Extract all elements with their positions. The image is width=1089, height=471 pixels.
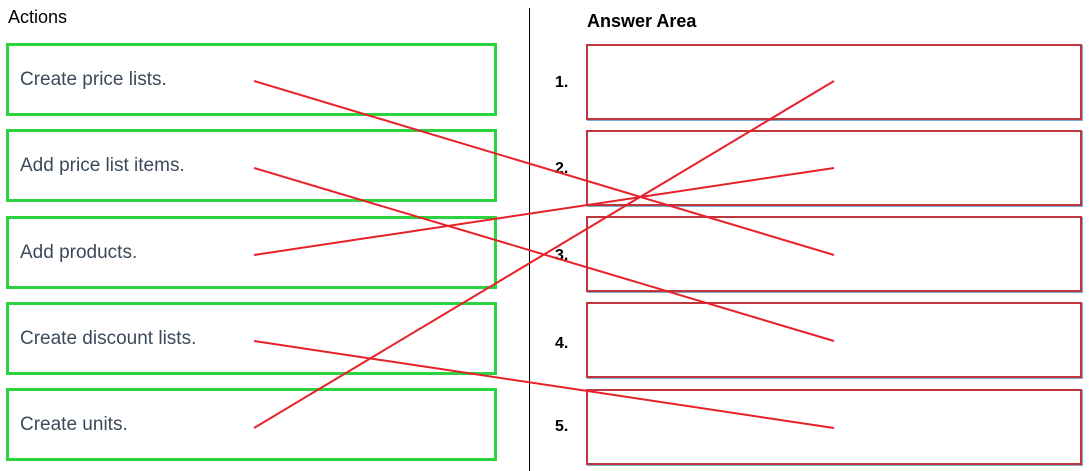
column-divider xyxy=(529,8,530,471)
answer-slot-number: 2. xyxy=(555,160,569,177)
action-label: Create discount lists. xyxy=(20,327,197,349)
actions-heading: Actions xyxy=(8,7,68,27)
answer-slot-number: 5. xyxy=(555,418,569,435)
answer-slot-2[interactable] xyxy=(586,130,1082,206)
action-add-products[interactable]: Add products. xyxy=(6,216,497,289)
action-add-price-list-items[interactable]: Add price list items. xyxy=(6,129,497,202)
answer-slot-number: 1. xyxy=(555,74,569,91)
action-label: Create price lists. xyxy=(20,68,167,90)
answer-area-heading: Answer Area xyxy=(587,11,697,31)
answer-slot-4[interactable] xyxy=(586,302,1082,378)
action-label: Add products. xyxy=(20,241,138,263)
action-label: Add price list items. xyxy=(20,154,185,176)
action-label: Create units. xyxy=(20,413,128,435)
answer-slot-number: 3. xyxy=(555,247,569,264)
answer-slot-5[interactable] xyxy=(586,389,1082,465)
action-create-discount-lists[interactable]: Create discount lists. xyxy=(6,302,497,375)
answer-slot-number: 4. xyxy=(555,335,569,352)
answer-slot-3[interactable] xyxy=(586,216,1082,292)
answer-slot-1[interactable] xyxy=(586,44,1082,120)
action-create-price-lists[interactable]: Create price lists. xyxy=(6,43,497,116)
action-create-units[interactable]: Create units. xyxy=(6,388,497,461)
